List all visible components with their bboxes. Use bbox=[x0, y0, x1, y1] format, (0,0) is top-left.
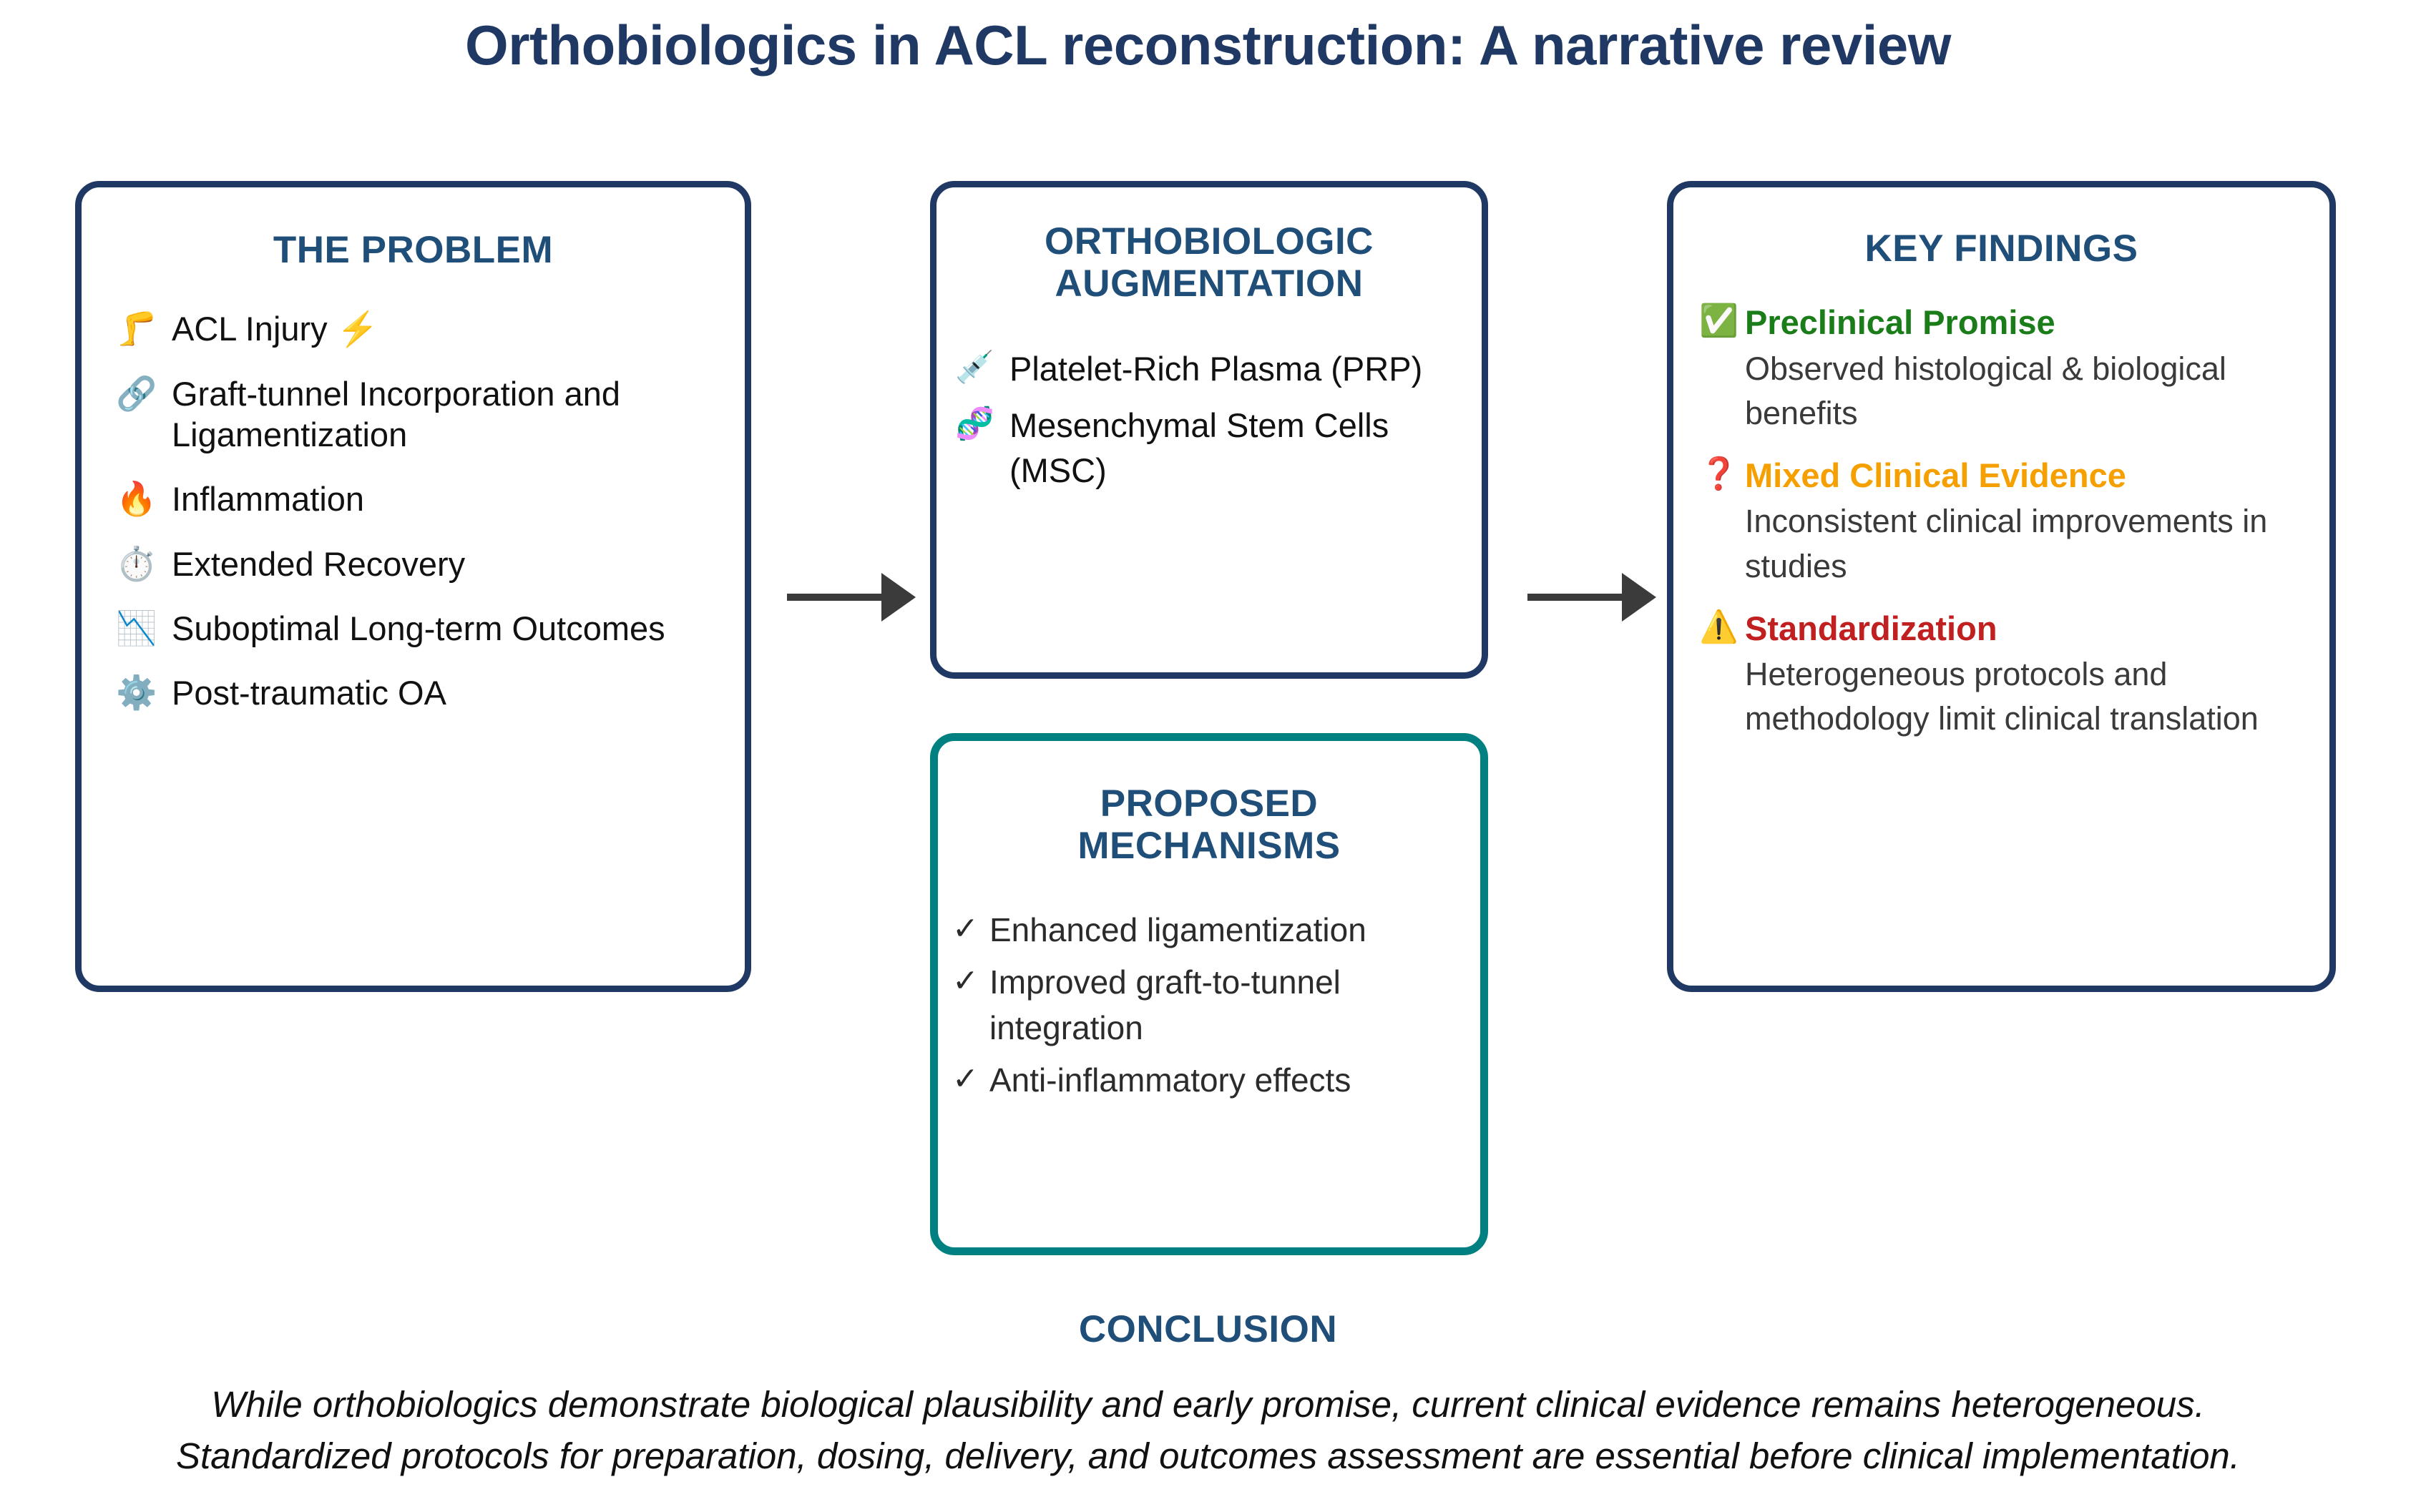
list-item: ⏱️ Extended Recovery bbox=[116, 544, 745, 584]
dna-emoji: 🧬 bbox=[955, 406, 994, 441]
check-icon: ✓ bbox=[952, 1061, 979, 1097]
conclusion-heading: CONCLUSION bbox=[1078, 1308, 1338, 1350]
list-item-label: Inflammation bbox=[172, 480, 365, 519]
list-item: 🔗 Graft-tunnel Incorporation and Ligamen… bbox=[116, 373, 745, 456]
problem-to-augmentation-arrow bbox=[787, 572, 916, 622]
list-item-label: Graft-tunnel Incorporation and Ligamenti… bbox=[172, 374, 621, 454]
finding-title: Mixed Clinical Evidence bbox=[1745, 456, 2126, 494]
gear-emoji: ⚙️ bbox=[116, 674, 157, 712]
list-item-label: Mesenchymal Stem Cells (MSC) bbox=[1009, 406, 1389, 489]
list-item: ⚠️ Standardization Heterogeneous protoco… bbox=[1699, 609, 2329, 742]
list-item-label: Improved graft-to-tunnel integration bbox=[989, 963, 1341, 1046]
list-item-label: Platelet-Rich Plasma (PRP) bbox=[1009, 349, 1423, 388]
finding-header: ⚠️ Standardization bbox=[1699, 609, 2329, 648]
list-item-label: Anti-inflammatory effects bbox=[989, 1061, 1351, 1099]
augmentation-heading: ORTHOBIOLOGIC AUGMENTATION bbox=[936, 220, 1482, 305]
check-icon: ✓ bbox=[952, 910, 979, 946]
list-item: ✓ Enhanced ligamentization bbox=[952, 908, 1480, 953]
mechanisms-heading: PROPOSED MECHANISMS bbox=[938, 782, 1480, 868]
findings-heading: KEY FINDINGS bbox=[1864, 227, 2138, 270]
fire-emoji: 🔥 bbox=[116, 480, 157, 518]
problem-list: 🦵 ACL Injury ⚡ 🔗 Graft-tunnel Incorporat… bbox=[82, 308, 745, 713]
findings-list: ✅ Preclinical Promise Observed histologi… bbox=[1673, 303, 2329, 741]
list-item: ⚙️ Post-traumatic OA bbox=[116, 672, 745, 713]
stopwatch-emoji: ⏱️ bbox=[116, 544, 157, 582]
arrow-shaft bbox=[787, 594, 887, 601]
list-item: ✅ Preclinical Promise Observed histologi… bbox=[1699, 303, 2329, 436]
syringe-emoji: 💉 bbox=[955, 349, 994, 385]
mechanisms-heading-line1: PROPOSED bbox=[1100, 782, 1319, 825]
list-item: ✓ Improved graft-to-tunnel integration bbox=[952, 960, 1480, 1051]
list-item: ❓ Mixed Clinical Evidence Inconsistent c… bbox=[1699, 456, 2329, 589]
augmentation-heading-line2: AUGMENTATION bbox=[1055, 262, 1364, 305]
conclusion-line-1: While orthobiologics demonstrate biologi… bbox=[211, 1384, 2205, 1425]
mechanisms-card: PROPOSED MECHANISMS ✓ Enhanced ligamenti… bbox=[930, 733, 1488, 1255]
conclusion-body: While orthobiologics demonstrate biologi… bbox=[0, 1379, 2416, 1483]
arrow-head-icon bbox=[1622, 573, 1656, 622]
green-check-emoji: ✅ bbox=[1699, 303, 1738, 339]
augmentation-to-findings-arrow bbox=[1527, 572, 1656, 622]
augmentation-card: ORTHOBIOLOGIC AUGMENTATION 💉 Platelet-Ri… bbox=[930, 181, 1488, 679]
mechanisms-heading-line2: MECHANISMS bbox=[1077, 825, 1341, 868]
list-item-label: Extended Recovery bbox=[172, 544, 466, 583]
chain-link-emoji: 🔗 bbox=[116, 374, 157, 412]
list-item-label: Suboptimal Long-term Outcomes bbox=[172, 609, 665, 647]
problem-card: THE PROBLEM 🦵 ACL Injury ⚡ 🔗 Graft-tunne… bbox=[75, 181, 751, 992]
arrow-shaft bbox=[1527, 594, 1628, 601]
question-mark-emoji: ❓ bbox=[1699, 456, 1738, 491]
list-item: 🧬 Mesenchymal Stem Cells (MSC) bbox=[955, 403, 1482, 494]
finding-description: Inconsistent clinical improvements in st… bbox=[1745, 503, 2268, 584]
chart-decreasing-emoji: 📉 bbox=[116, 609, 157, 647]
finding-description: Heterogeneous protocols and methodology … bbox=[1745, 656, 2259, 737]
problem-heading: THE PROBLEM bbox=[273, 229, 554, 271]
mechanisms-list: ✓ Enhanced ligamentization ✓ Improved gr… bbox=[938, 908, 1480, 1104]
list-item-label: Post-traumatic OA bbox=[172, 674, 446, 712]
conclusion-line-2: Standardized protocols for preparation, … bbox=[176, 1435, 2240, 1477]
finding-header: ❓ Mixed Clinical Evidence bbox=[1699, 456, 2329, 495]
finding-header: ✅ Preclinical Promise bbox=[1699, 303, 2329, 342]
list-item: 📉 Suboptimal Long-term Outcomes bbox=[116, 608, 745, 649]
list-item-label: ACL Injury ⚡ bbox=[172, 310, 379, 348]
finding-description: Observed histological & biological benef… bbox=[1745, 350, 2226, 431]
augmentation-heading-line1: ORTHOBIOLOGIC bbox=[1045, 220, 1374, 262]
leg-emoji: 🦵 bbox=[116, 310, 157, 348]
page-title: Orthobiologics in ACL reconstruction: A … bbox=[465, 14, 1951, 77]
check-icon: ✓ bbox=[952, 963, 979, 999]
list-item: 🦵 ACL Injury ⚡ bbox=[116, 308, 745, 349]
findings-card: KEY FINDINGS ✅ Preclinical Promise Obser… bbox=[1667, 181, 2336, 992]
augmentation-list: 💉 Platelet-Rich Plasma (PRP) 🧬 Mesenchym… bbox=[936, 347, 1482, 494]
warning-triangle-emoji: ⚠️ bbox=[1699, 609, 1738, 644]
list-item-label: Enhanced ligamentization bbox=[989, 910, 1366, 948]
arrow-head-icon bbox=[881, 573, 916, 622]
finding-title: Preclinical Promise bbox=[1745, 303, 2055, 342]
list-item: 🔥 Inflammation bbox=[116, 478, 745, 519]
list-item: ✓ Anti-inflammatory effects bbox=[952, 1058, 1480, 1103]
list-item: 💉 Platelet-Rich Plasma (PRP) bbox=[955, 347, 1482, 392]
finding-title: Standardization bbox=[1745, 609, 1997, 647]
